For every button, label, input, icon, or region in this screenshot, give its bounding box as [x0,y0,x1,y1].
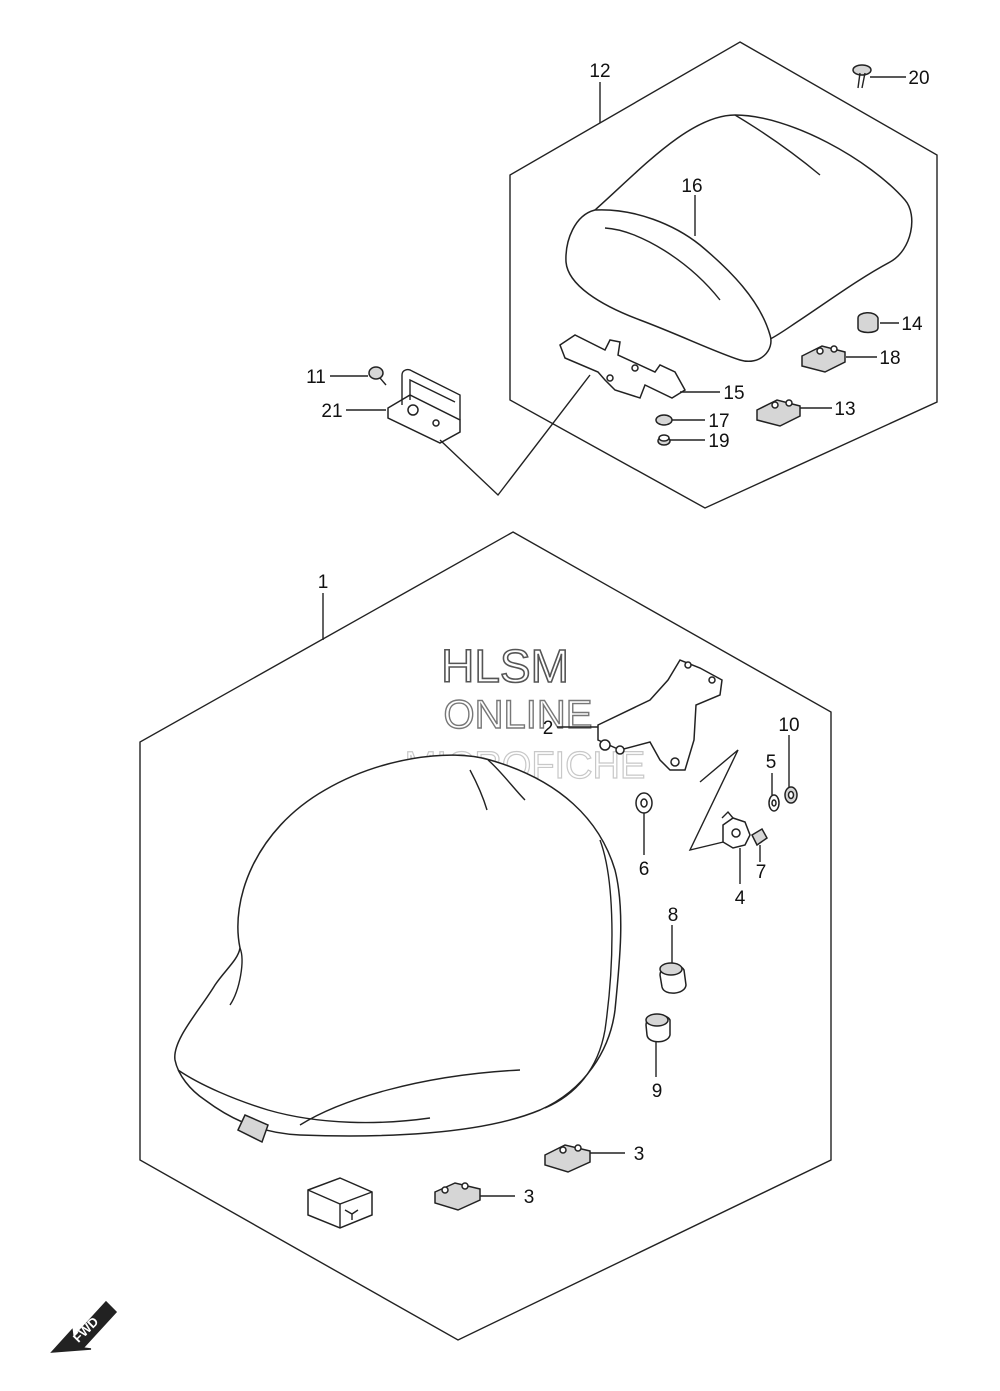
latch-4-part [721,810,751,849]
callout-11: 11 [306,367,326,388]
callout-12: 12 [589,61,610,82]
nut-10-part [784,786,798,804]
leader-lines [322,76,906,1197]
callout-10: 10 [778,715,799,736]
callout-13: 13 [834,399,855,420]
tool-pouch-part [307,1177,373,1229]
nut-19-part [657,434,671,446]
callout-21: 21 [321,401,342,422]
front-seat-bracket-part [597,659,723,771]
washer-17-part [655,414,673,426]
watermark-line-1: HLSM [441,640,569,692]
connector-line-rear [439,374,591,497]
callout-17: 17 [708,411,729,432]
forward-direction-arrow: FWD [50,1300,118,1353]
callout-labels: 12 16 20 14 18 13 15 17 19 11 21 1 2 6 4… [306,61,929,1208]
callout-18: 18 [879,348,900,369]
washer-5-part [768,794,780,812]
cushion-8-part [659,962,687,994]
bolt-11-part [368,366,387,386]
callout-8: 8 [668,905,679,926]
callout-2: 2 [543,718,554,739]
callout-1: 1 [318,572,329,593]
callout-14: 14 [901,314,923,335]
callout-5: 5 [766,752,777,773]
washer-6-part [635,792,653,814]
callout-7: 7 [756,862,767,883]
screw-20-part [852,64,872,89]
callout-4: 4 [735,888,746,909]
callout-9: 9 [652,1081,663,1102]
callout-6: 6 [639,859,650,880]
connector-line-front [688,749,741,852]
rubber-block-13-part [756,399,801,427]
front-seat-part [174,754,622,1144]
callout-15: 15 [723,383,744,404]
rubber-block-3b-part [434,1182,481,1211]
callout-20: 20 [908,68,929,89]
cushion-14-part [857,312,879,334]
rubber-block-3a-part [544,1144,591,1173]
spacer-7-part [751,827,768,847]
rear-seat-bracket-part [559,334,687,399]
watermark-line-2: ONLINE [444,693,593,737]
grab-bracket-part [387,368,461,444]
callout-3-lower: 3 [524,1187,535,1208]
rubber-block-18-part [801,345,846,373]
callout-19: 19 [708,431,729,452]
callout-16: 16 [681,176,702,197]
callout-3-upper: 3 [634,1144,645,1165]
rear-seat-part [565,114,913,363]
rear-seat-group-frame [509,41,938,509]
front-seat-group-frame [139,531,832,1341]
cushion-9-part [645,1013,671,1043]
